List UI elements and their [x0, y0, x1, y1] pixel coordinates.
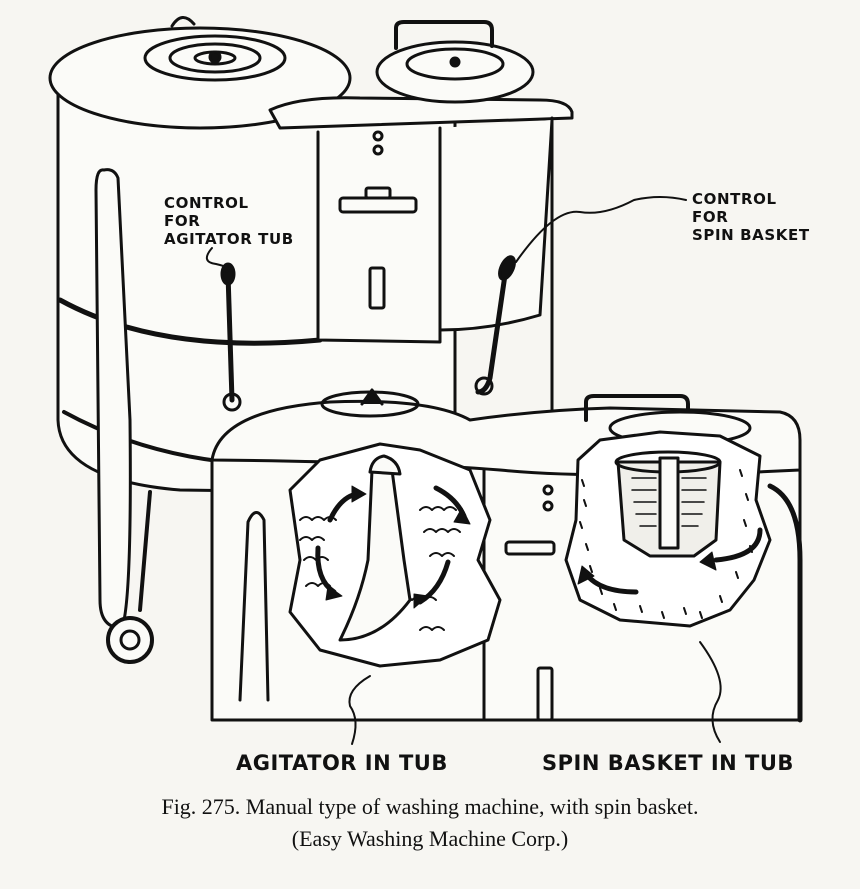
back-spin-lid-inner: [405, 47, 505, 81]
back-lid-ring-1: [143, 34, 287, 82]
leader-spin-basket: [699, 641, 722, 743]
agitator-control-pivot: [222, 392, 242, 412]
leader-spin-control: [515, 196, 687, 263]
front-cabinet-slot: [536, 666, 554, 722]
label-control-agitator-1: CONTROL: [164, 194, 249, 212]
back-indicator-2: [372, 144, 384, 156]
back-caster-wheel: [106, 616, 154, 664]
back-tub-lid: [48, 26, 352, 130]
spin-control-knob: [498, 255, 516, 281]
back-spin-lid-knob: [449, 56, 461, 68]
leader-agitator-control: [205, 247, 230, 273]
front-cabinet-latch: [504, 540, 556, 556]
front-indicator-1: [542, 484, 554, 496]
spin-basket-ribs: [631, 477, 707, 527]
label-agitator-in-tub: AGITATOR IN TUB: [236, 751, 448, 775]
back-left-leg: [94, 168, 132, 630]
back-lid-ear: [170, 16, 196, 28]
back-right-panel: [438, 118, 554, 332]
front-left-leg: [238, 511, 270, 702]
label-control-spin-3: SPIN BASKET: [692, 226, 810, 244]
back-handle: [394, 20, 494, 50]
front-lid-knob: [360, 388, 384, 406]
back-machine: [48, 16, 574, 664]
back-leg-mid: [138, 490, 152, 612]
back-center-cabinet: [316, 128, 442, 344]
callout-leaders: [205, 196, 722, 745]
agitator-post: [338, 468, 412, 642]
agitator-control-knob: [220, 262, 236, 286]
front-handle: [584, 394, 690, 422]
front-machine: [210, 388, 803, 723]
label-control-agitator-3: AGITATOR TUB: [164, 230, 294, 248]
spin-basket-shaft: [658, 456, 680, 550]
back-cabinet-top: [268, 96, 574, 130]
label-control-spin-2: FOR: [692, 208, 728, 226]
agitator-arrow-heads: [325, 485, 471, 609]
back-cabinet-slot: [368, 266, 386, 310]
label-spin-basket-in-tub: SPIN BASKET IN TUB: [542, 751, 794, 775]
label-control-spin-1: CONTROL: [692, 190, 777, 208]
label-control-agitator-2: FOR: [164, 212, 200, 230]
figure-caption-line-1: Fig. 275. Manual type of washing machine…: [161, 794, 699, 819]
leader-agitator-in-tub: [348, 675, 371, 745]
back-tub-band-top: [57, 297, 323, 346]
back-indicator-1: [372, 130, 384, 142]
back-caster-hub: [119, 629, 141, 651]
spin-basket-arrow-heads: [577, 551, 717, 585]
back-cabinet-latch-top: [364, 186, 392, 200]
front-indicator-2: [542, 500, 554, 512]
back-spin-lid: [375, 40, 535, 104]
agitator-cap: [368, 454, 402, 476]
front-right-edge: [767, 483, 803, 723]
spin-control-pivot: [474, 376, 494, 396]
back-lid-knob: [208, 50, 222, 64]
agitator-control-handle: [225, 271, 235, 403]
back-lid-ring-2: [168, 42, 262, 74]
figure-caption-line-2: (Easy Washing Machine Corp.): [291, 826, 569, 851]
